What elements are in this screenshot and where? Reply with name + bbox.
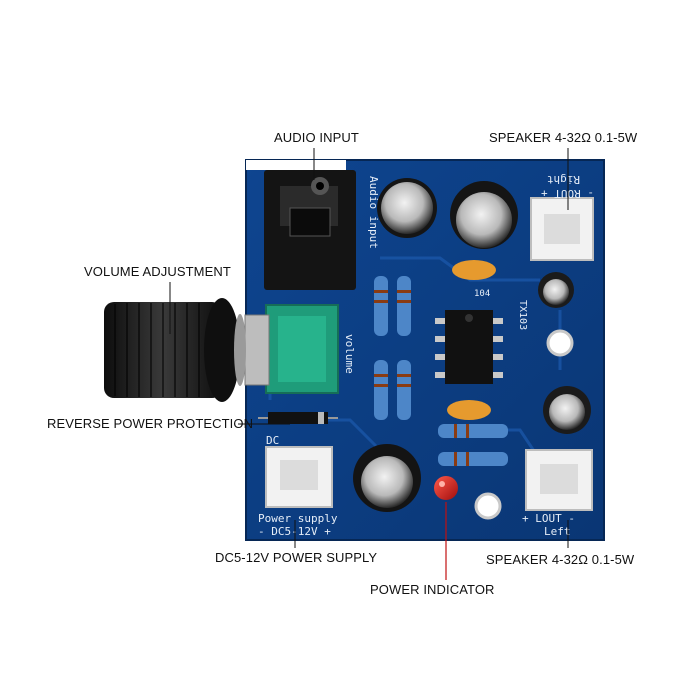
- silk-audio-input: Audio input: [367, 176, 380, 249]
- audio-input-jack: [264, 170, 356, 290]
- silk-right: Right: [547, 173, 580, 186]
- capacitor-mid-right: [543, 386, 591, 434]
- label-power-supply: DC5-12V POWER SUPPLY: [215, 550, 378, 565]
- capacitor-bottom: [353, 444, 421, 512]
- silk-tx103: TX103: [517, 300, 528, 330]
- power-led: [434, 476, 458, 500]
- capacitor-top-right: [450, 181, 518, 249]
- silk-dc: DC: [266, 434, 279, 447]
- reverse-protection-diode: [258, 412, 338, 424]
- resistors: [374, 276, 508, 466]
- potentiometer: [244, 304, 339, 394]
- power-connector: [265, 446, 333, 508]
- silk-lout: + LOUT -: [522, 512, 575, 525]
- silk-104: 104: [474, 289, 490, 299]
- label-speaker-left: SPEAKER 4-32Ω 0.1-5W: [486, 552, 635, 567]
- capacitor-small-right: [538, 272, 574, 308]
- capacitor-top-left: [377, 178, 437, 238]
- mounting-holes: [474, 329, 574, 520]
- silk-volume: volume: [343, 334, 356, 374]
- volume-knob: [104, 298, 246, 402]
- ceramic-capacitors: [447, 260, 496, 420]
- silk-rout: - ROUT +: [541, 187, 594, 200]
- label-power-indicator: POWER INDICATOR: [370, 582, 495, 597]
- silk-left: Left: [544, 525, 571, 538]
- label-audio-input: AUDIO INPUT: [274, 130, 359, 145]
- callout-lines: [169, 148, 569, 548]
- right-speaker-connector: [530, 197, 594, 261]
- left-speaker-connector: [525, 449, 593, 511]
- silk-power-supply: Power supply: [258, 512, 338, 525]
- ic-chip: [435, 310, 503, 384]
- silkscreen-texts: Audio input - ROUT + Right volume TX103 …: [258, 173, 594, 538]
- label-volume-adjustment: VOLUME ADJUSTMENT: [84, 264, 231, 279]
- label-reverse-power-protection: REVERSE POWER PROTECTION: [47, 416, 254, 431]
- label-speaker-right: SPEAKER 4-32Ω 0.1-5W: [489, 130, 638, 145]
